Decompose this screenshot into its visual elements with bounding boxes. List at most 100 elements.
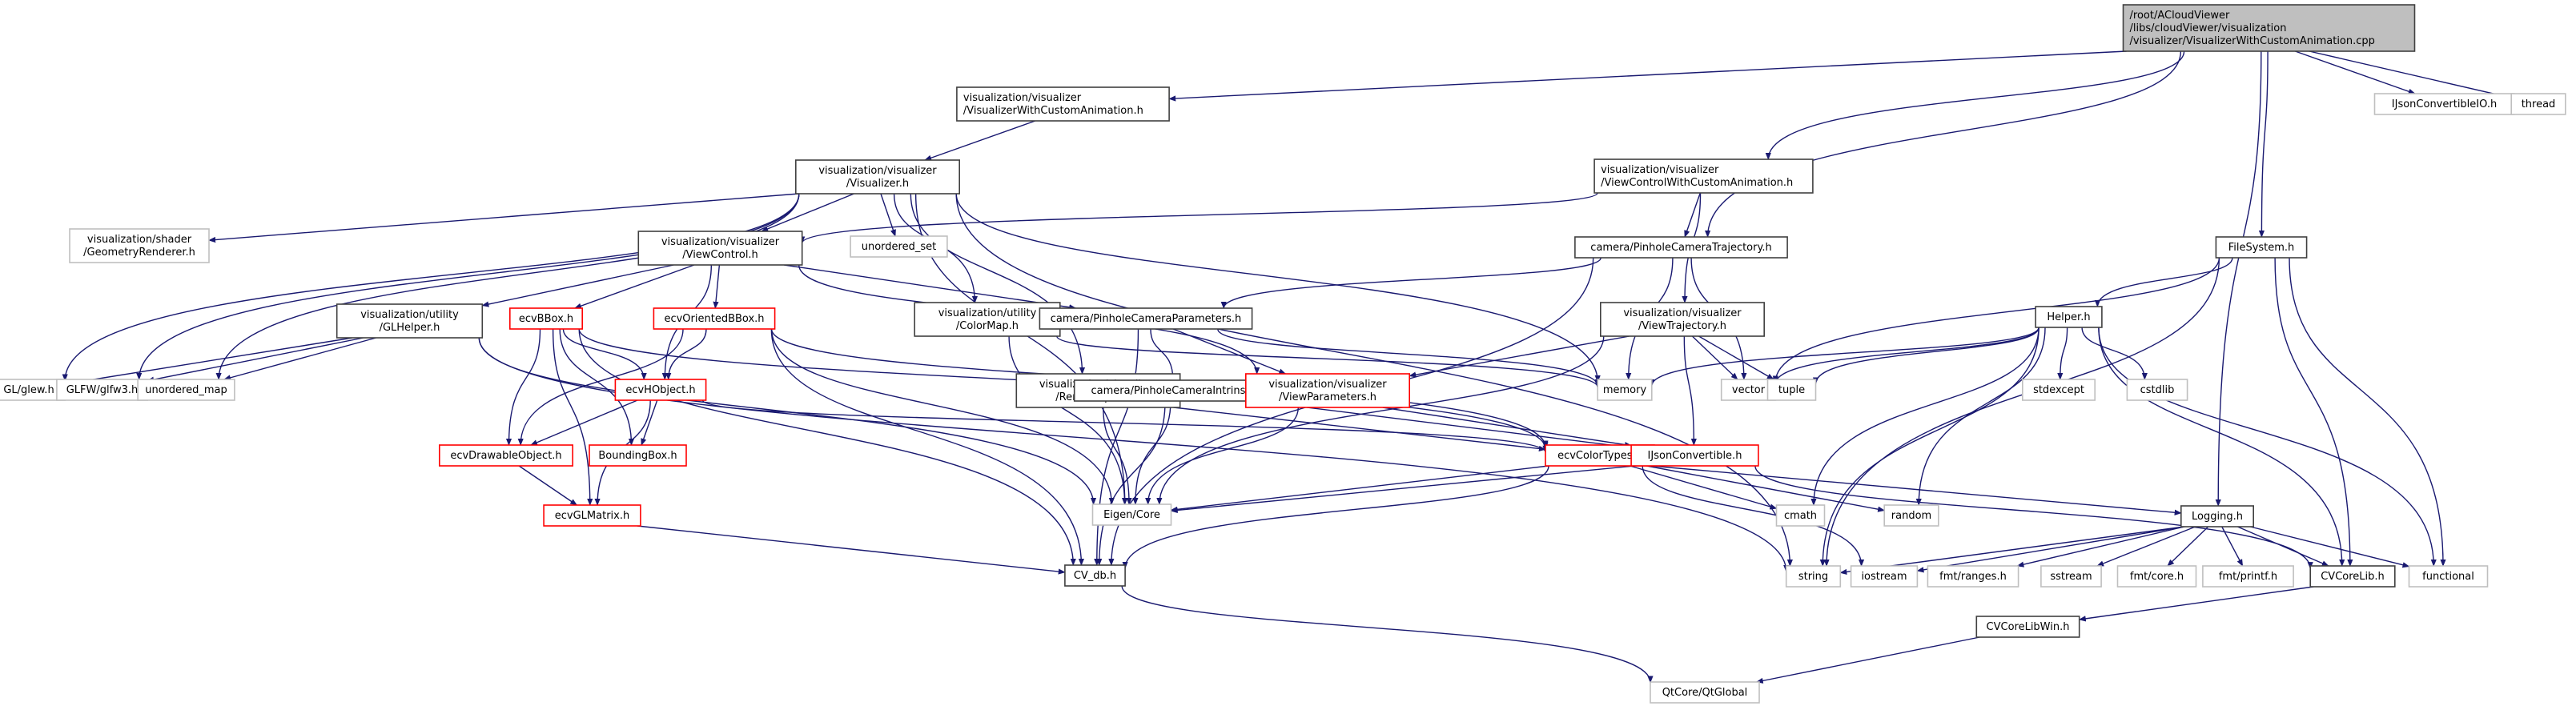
node-root[interactable]: /root/ACloudViewer/libs/cloudViewer/visu… [2122,4,2416,52]
node-box[interactable] [1766,379,1817,401]
node-box[interactable] [69,228,210,263]
node-box[interactable] [2126,379,2188,401]
node-pcparams-h[interactable]: camera/PinholeCameraParameters.h [1039,307,1253,330]
edge-helper-h-to-cmath [1810,327,2040,506]
node-box[interactable] [2510,93,2566,115]
node-glew-h[interactable]: GL/glew.h [0,379,66,401]
edge-viewtraj-h-to-vector [1691,335,1738,380]
node-box[interactable] [2202,565,2294,588]
node-box[interactable] [1039,307,1253,330]
node-box[interactable] [2122,4,2416,52]
node-label: CVCoreLibWin.h [1987,621,2070,633]
node-helper-h[interactable]: Helper.h [2035,306,2103,328]
node-box[interactable] [438,444,573,467]
node-cmath[interactable]: cmath [1775,504,1826,527]
node-box[interactable] [1785,565,1842,588]
node-box[interactable] [2180,505,2255,527]
node-box[interactable] [2309,565,2396,588]
node-cvcorelib-h[interactable]: CVCoreLib.h [2309,565,2396,588]
edge-vcwca-h-to-viewcontrol-h [799,192,1598,244]
node-ecvglmatrix-h[interactable]: ecvGLMatrix.h [543,504,641,527]
node-box[interactable] [1091,503,1172,526]
node-visualizer-h[interactable]: visualization/visualizer/Visualizer.h [794,159,960,195]
node-ecvdrawable-h[interactable]: ecvDrawableObject.h [438,444,573,467]
node-box[interactable] [1064,564,1126,587]
node-box[interactable] [137,379,235,401]
node-box[interactable] [1720,379,1777,401]
node-box[interactable] [2035,306,2103,328]
node-string[interactable]: string [1785,565,1842,588]
node-box[interactable] [637,231,803,266]
node-box[interactable] [2022,379,2096,401]
node-box[interactable] [914,302,1061,337]
node-glhelper-h[interactable]: visualization/utility/GLHelper.h [336,303,484,339]
node-colormap-h[interactable]: visualization/utility/ColorMap.h [914,302,1061,337]
node-thread[interactable]: thread [2510,93,2566,115]
node-ijsonio-h[interactable]: IJsonConvertibleIO.h [2373,93,2515,115]
node-cstdlib[interactable]: cstdlib [2126,379,2188,401]
node-label: Logging.h [2192,511,2243,523]
node-box[interactable] [1975,616,2080,638]
edge-glhelper-h-to-unordered-map [223,337,376,381]
node-ecvbbox-h[interactable]: ecvBBox.h [508,307,583,330]
node-box[interactable] [614,379,707,401]
node-box[interactable] [1883,504,1939,527]
node-geomrenderer-h[interactable]: visualization/shader/GeometryRenderer.h [69,228,210,263]
node-filesystem-h[interactable]: FileSystem.h [2215,236,2308,259]
node-fmt-printf-h[interactable]: fmt/printf.h [2202,565,2294,588]
node-viewparams-h[interactable]: visualization/visualizer/ViewParameters.… [1245,373,1411,408]
node-fmt-ranges-h[interactable]: fmt/ranges.h [1927,565,2019,588]
node-ijson-h[interactable]: IJsonConvertible.h [1630,444,1759,467]
node-box[interactable] [1593,158,1814,194]
node-box[interactable] [956,86,1170,122]
node-iostream[interactable]: iostream [1850,565,1919,588]
node-box[interactable] [336,303,484,339]
node-tuple[interactable]: tuple [1766,379,1817,401]
node-unordered-set[interactable]: unordered_set [850,235,948,258]
node-box[interactable] [850,235,948,258]
node-cvcorelibwin-h[interactable]: CVCoreLibWin.h [1975,616,2080,638]
node-box[interactable] [1600,302,1766,337]
node-fmt-core-h[interactable]: fmt/core.h [2116,565,2197,588]
node-box[interactable] [1650,681,1760,704]
node-viewcontrol-h[interactable]: visualization/visualizer/ViewControl.h [637,231,803,266]
node-box[interactable] [1597,379,1653,401]
node-vector[interactable]: vector [1720,379,1777,401]
node-qtglobal[interactable]: QtCore/QtGlobal [1650,681,1760,704]
node-logging-h[interactable]: Logging.h [2180,505,2255,527]
node-unordered-map[interactable]: unordered_map [137,379,235,401]
node-box[interactable] [2215,236,2308,259]
node-box[interactable] [1574,236,1788,259]
node-box[interactable] [1850,565,1919,588]
node-box[interactable] [1630,444,1759,467]
node-box[interactable] [2116,565,2197,588]
node-box[interactable] [1245,373,1411,408]
node-functional[interactable]: functional [2408,565,2489,588]
edge-root-to-filesystem-h [2258,50,2269,238]
node-vcwca-h[interactable]: visualization/visualizer/ViewControlWith… [1593,158,1814,194]
node-ecvobbox-h[interactable]: ecvOrientedBBox.h [653,307,776,330]
node-box[interactable] [2408,565,2489,588]
node-stdexcept[interactable]: stdexcept [2022,379,2096,401]
node-memory[interactable]: memory [1597,379,1653,401]
node-label: IJsonConvertible.h [1648,450,1742,462]
node-box[interactable] [794,159,960,195]
node-eigen-core[interactable]: Eigen/Core [1091,503,1172,526]
node-box[interactable] [2373,93,2515,115]
node-box[interactable] [653,307,776,330]
node-random[interactable]: random [1883,504,1939,527]
node-boundingbox-h[interactable]: BoundingBox.h [589,444,687,467]
node-vwca-h[interactable]: visualization/visualizer/VisualizerWithC… [956,86,1170,122]
node-box[interactable] [1927,565,2019,588]
node-box[interactable] [589,444,687,467]
node-box[interactable] [508,307,583,330]
node-pctraj-h[interactable]: camera/PinholeCameraTrajectory.h [1574,236,1788,259]
node-box[interactable] [543,504,641,527]
node-sstream[interactable]: sstream [2040,565,2102,588]
node-cv-db-h[interactable]: CV_db.h [1064,564,1126,587]
node-ecvhobject-h[interactable]: ecvHObject.h [614,379,707,401]
node-box[interactable] [2040,565,2102,588]
node-glfw3-h[interactable]: GLFW/glfw3.h [56,379,148,401]
node-viewtraj-h[interactable]: visualization/visualizer/ViewTrajectory.… [1600,302,1766,337]
node-box[interactable] [1775,504,1826,527]
